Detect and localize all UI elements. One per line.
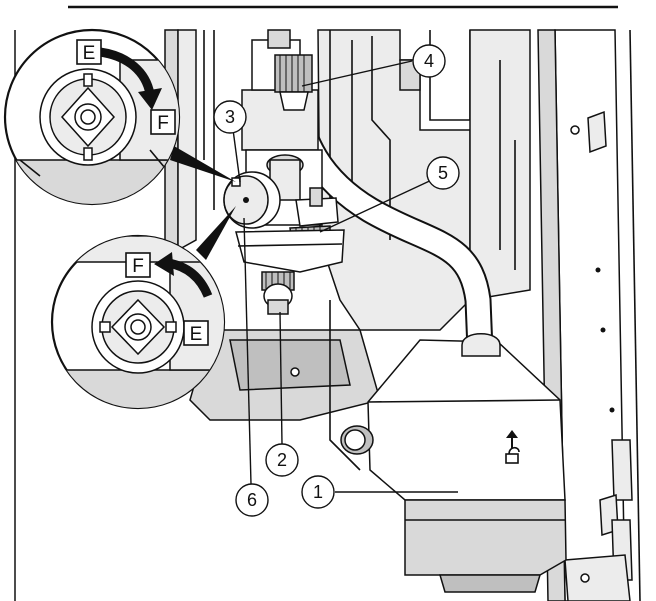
callout-6: 6 [235,483,269,517]
callout-5-number: 5 [438,163,448,183]
callout-3: 3 [213,100,247,134]
appliance-housing [164,29,641,601]
callout-6-number: 6 [247,490,257,510]
label-top-end-text: F [157,113,169,134]
callout-3-number: 3 [225,107,235,127]
label-box-bottom-start: F [125,252,151,278]
drain-spigot [261,271,295,315]
label-box-top-end: F [150,109,176,135]
callout-2: 2 [265,443,299,477]
detail-view-bottom: F E [50,234,226,410]
detail-leaders [170,146,236,260]
label-bottom-end-text: E [190,324,203,345]
callout-1: 1 [301,475,335,509]
arrow-up-open-lock-icon [505,430,520,464]
callout-4: 4 [412,44,446,78]
callout-2-number: 2 [277,450,287,470]
label-box-top-start: E [76,39,102,65]
callout-5: 5 [426,156,460,190]
condensate-tank [340,333,567,593]
label-box-bottom-end: E [183,320,209,346]
label-bottom-start-text: F [132,256,144,277]
valve-assembly [223,29,345,315]
arrow-clockwise-icon [99,47,162,110]
label-top-start-text: E [83,43,96,64]
knurled-cap [274,54,313,111]
callout-1-number: 1 [313,482,323,502]
callout-4-number: 4 [424,51,434,71]
arrow-counterclockwise-icon [154,252,213,298]
callout-leaders [231,60,458,493]
